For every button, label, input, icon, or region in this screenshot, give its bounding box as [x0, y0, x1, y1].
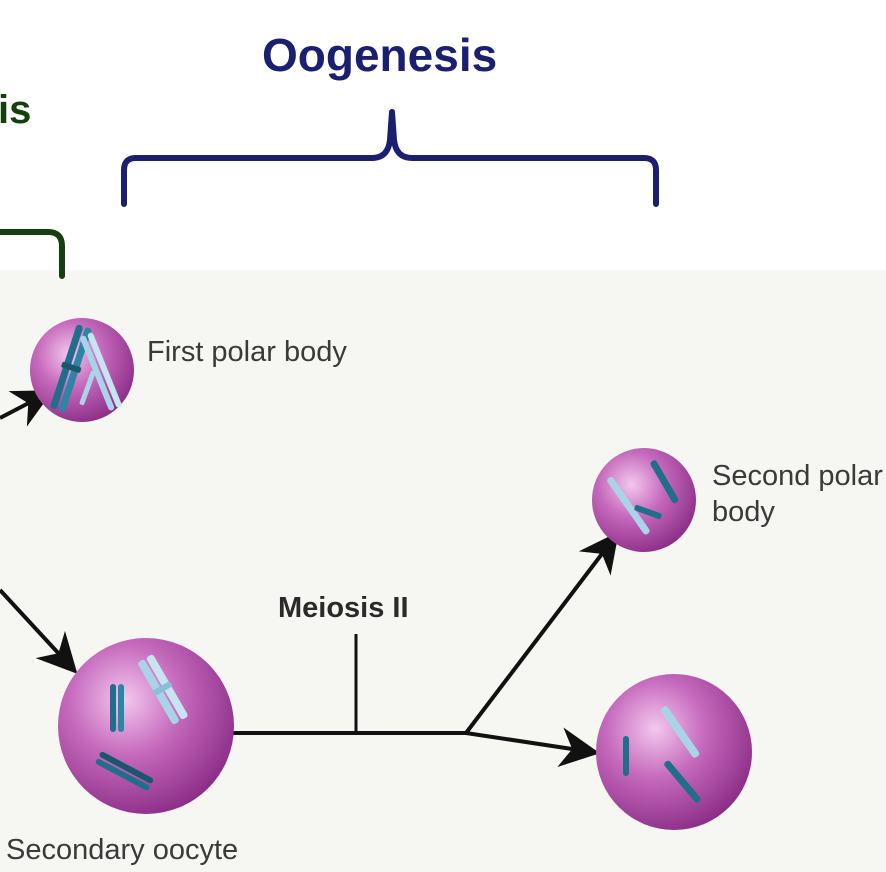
meiosis-ii-label: Meiosis II	[278, 592, 409, 624]
secondary-oocyte-label: Secondary oocyte	[6, 834, 239, 866]
partial-spermatogenesis-title: is	[0, 88, 32, 132]
second-polar-body-label: Second polar body	[712, 460, 883, 528]
arrow-to-ovum	[465, 727, 600, 768]
oogenesis-bracket	[121, 109, 659, 207]
first-polar-body-label: First polar body	[147, 336, 347, 368]
second-polar-body-cell	[592, 448, 696, 552]
arrow-to-secondary-oocyte	[0, 588, 78, 674]
arrow-to-second-polar-body	[464, 531, 619, 735]
oogenesis-title: Oogenesis	[262, 29, 498, 81]
first-polar-body-cell	[30, 318, 134, 422]
left-bracket	[0, 229, 65, 279]
ovum-cell	[596, 674, 752, 830]
secondary-oocyte-cell	[58, 638, 234, 814]
